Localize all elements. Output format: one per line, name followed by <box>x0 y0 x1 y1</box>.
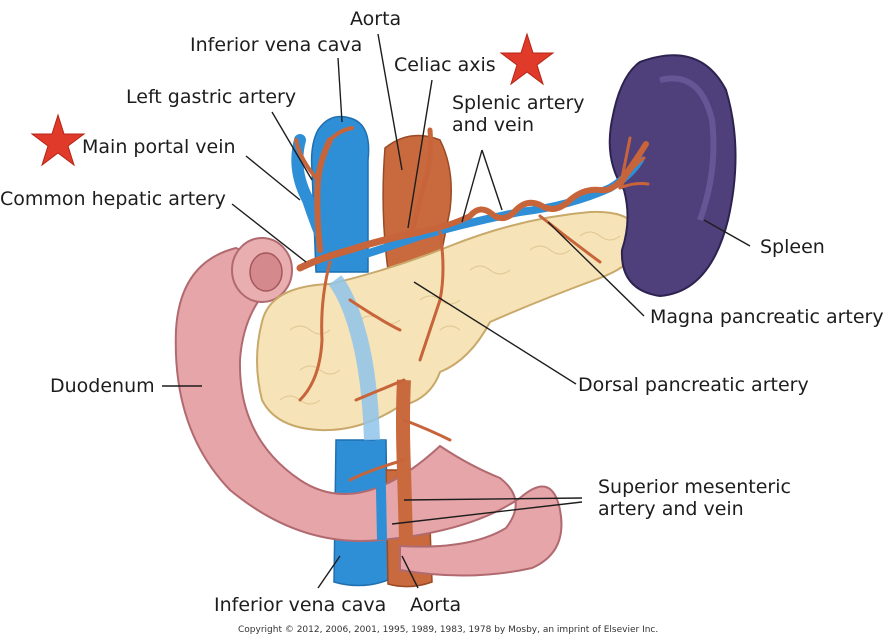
top-strip <box>0 0 894 4</box>
label-common-hepatic-artery: Common hepatic artery <box>0 188 226 210</box>
label-inferior-vena-cava-top: Inferior vena cava <box>190 34 363 56</box>
sma <box>396 379 413 541</box>
star-main-portal-vein <box>30 113 86 167</box>
pancreas-shape <box>256 210 642 432</box>
stars <box>30 32 555 167</box>
arteries <box>294 126 650 482</box>
spleen-shape <box>608 54 737 298</box>
label-aorta-top: Aorta <box>350 8 402 30</box>
label-left-gastric-artery: Left gastric artery <box>126 86 297 108</box>
label-main-portal-vein: Main portal vein <box>82 136 236 158</box>
label-dorsal-pancreatic-artery: Dorsal pancreatic artery <box>578 374 809 396</box>
smv <box>328 275 380 441</box>
label-aorta-bottom: Aorta <box>410 594 462 616</box>
leader-lines <box>162 33 751 589</box>
duodenum-shape <box>174 246 563 577</box>
copyright-text: Copyright © 2012, 2006, 2001, 1995, 1989… <box>238 625 659 635</box>
label-spleen: Spleen <box>760 236 825 258</box>
label-superior-mesenteric-artery-and-vein: Superior mesenteric artery and vein <box>598 476 791 520</box>
label-inferior-vena-cava-bottom: Inferior vena cava <box>214 594 387 616</box>
portal-vein <box>291 134 338 268</box>
label-duodenum: Duodenum <box>50 375 155 397</box>
label-magna-pancreatic-artery: Magna pancreatic artery <box>650 306 884 328</box>
label-celiac-axis: Celiac axis <box>394 54 496 76</box>
label-splenic-artery-and-vein: Splenic artery and vein <box>452 92 585 136</box>
star-celiac-axis <box>499 32 555 86</box>
